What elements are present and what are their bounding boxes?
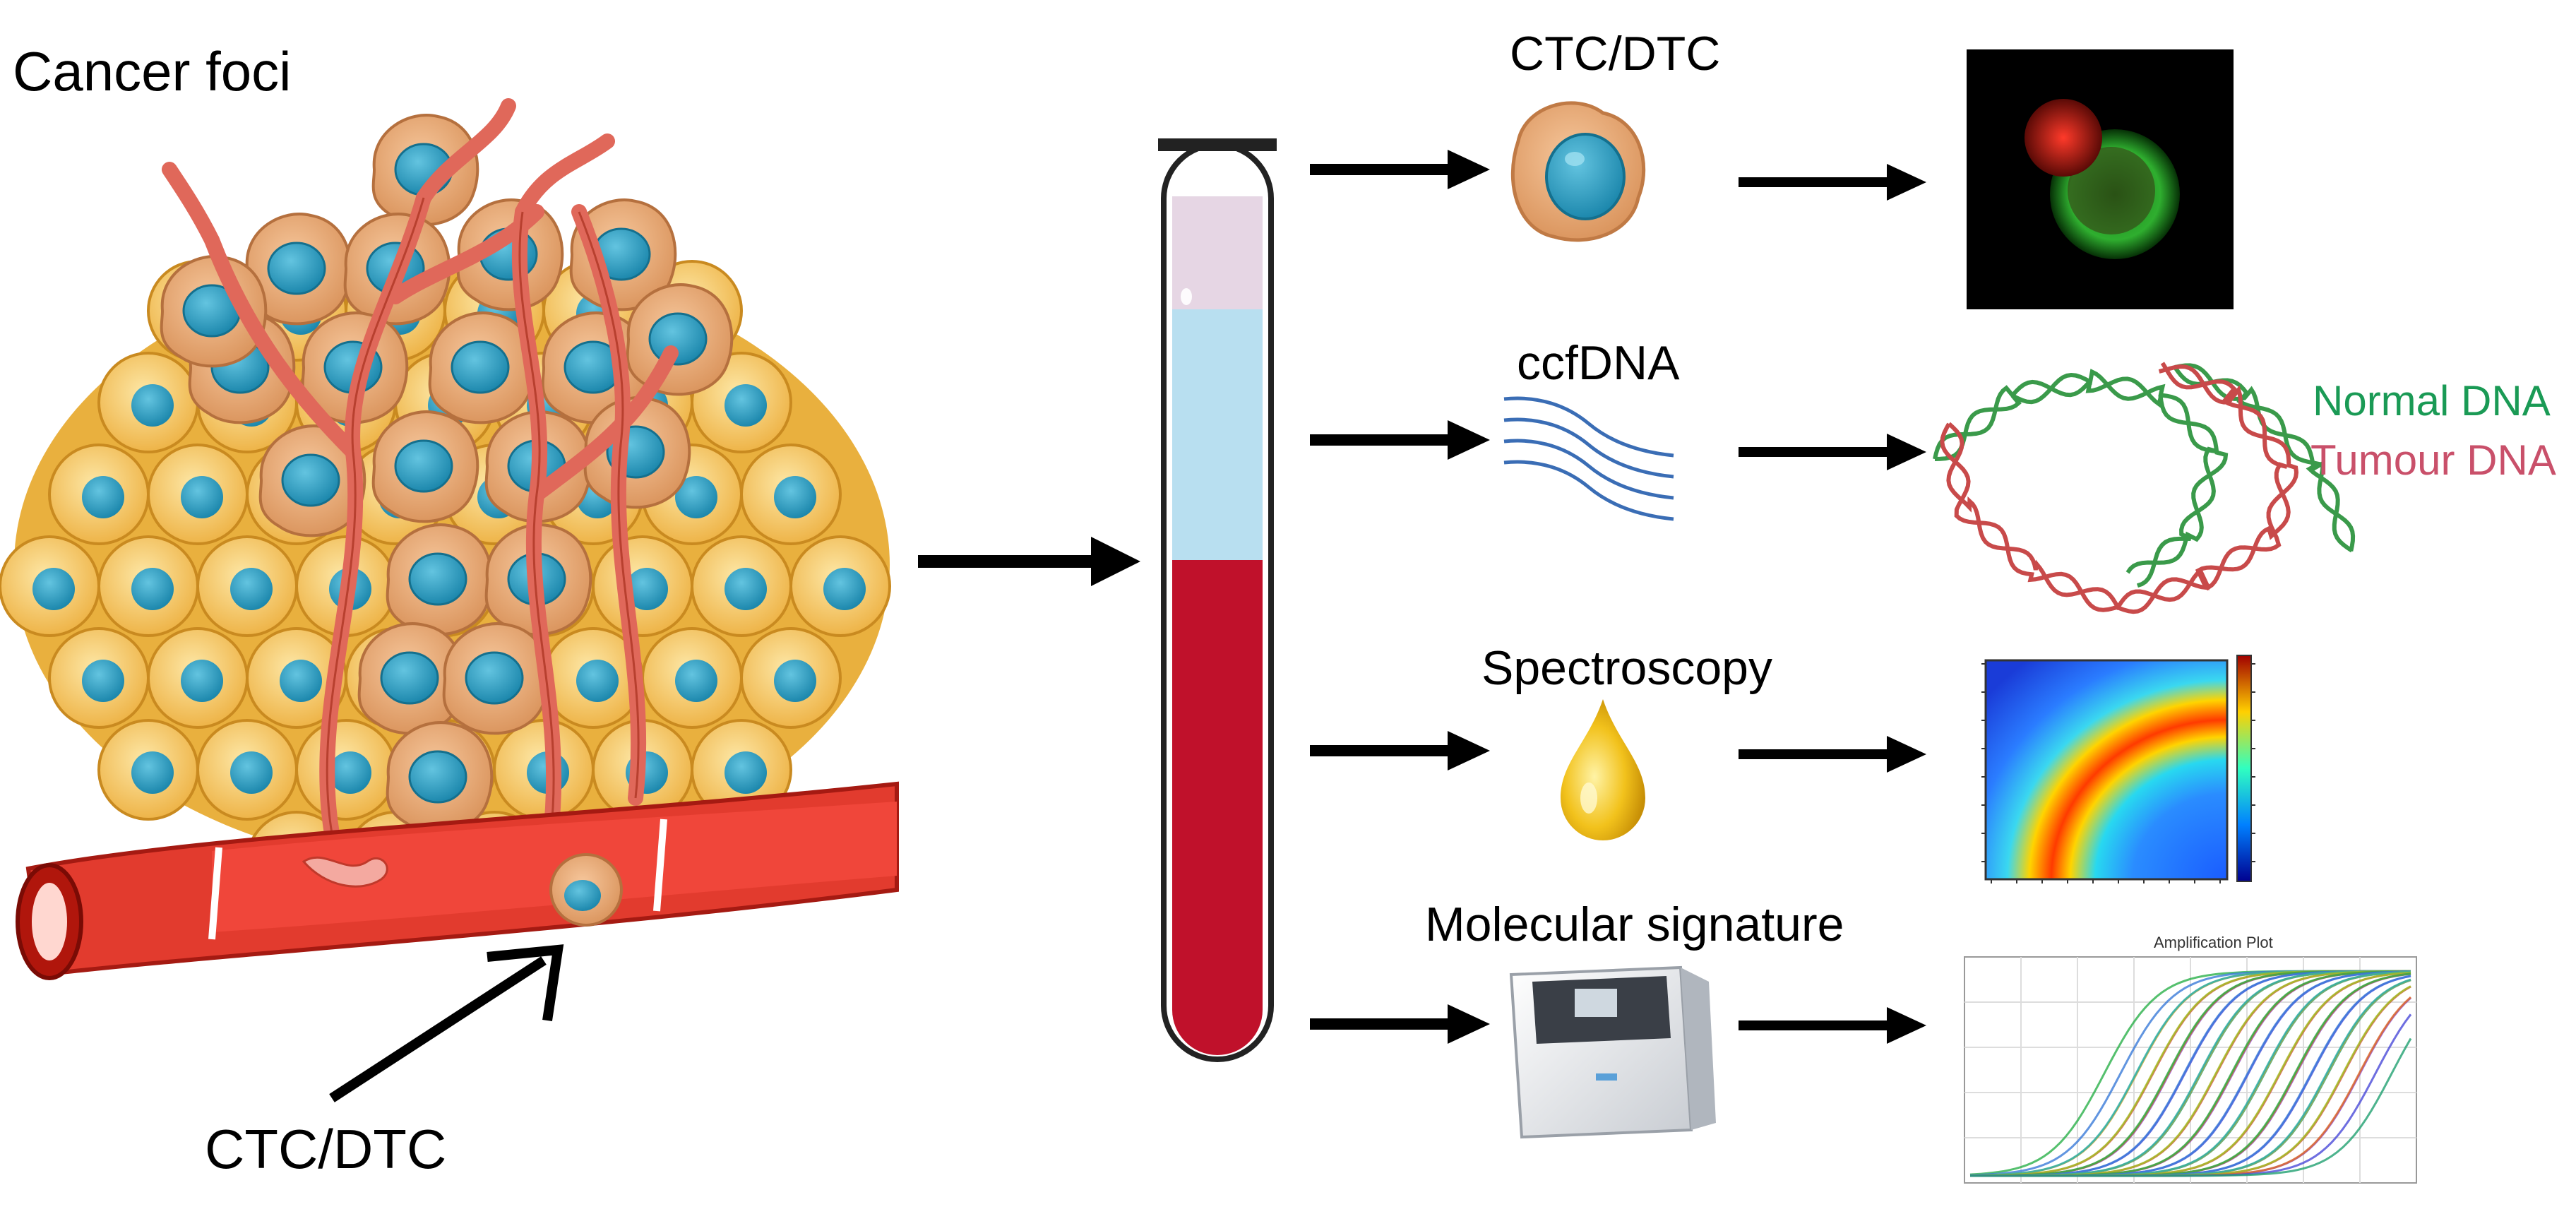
cancer-cell xyxy=(428,311,536,424)
ccfdna-label: ccfDNA xyxy=(1517,336,1680,390)
normal-cell xyxy=(740,444,842,545)
cancer-cell xyxy=(258,424,366,537)
normal-cell xyxy=(48,444,150,545)
plasma-layer xyxy=(1172,309,1263,560)
normal-cell xyxy=(196,535,298,637)
blood-vessel xyxy=(16,781,899,980)
spectroscopy-label: Spectroscopy xyxy=(1481,641,1772,695)
ctc-cell-icon xyxy=(1510,101,1646,242)
molecular-signature-label: Molecular signature xyxy=(1425,898,1844,951)
normal-dna-label: Normal DNA xyxy=(2313,377,2551,424)
normal-cell xyxy=(97,352,199,453)
normal-cell xyxy=(246,627,347,729)
dna-helices xyxy=(1933,362,2356,614)
cancer-cell xyxy=(386,523,494,636)
normal-cell xyxy=(691,535,792,637)
normal-cell xyxy=(147,444,249,545)
amplification-title: Amplification Plot xyxy=(2154,934,2273,951)
ctc-pointer-head xyxy=(487,944,564,1022)
normal-cell xyxy=(592,535,693,637)
ctc-dtc-bottom-label: CTC/DTC xyxy=(205,1118,447,1180)
ctc-dtc-top-label: CTC/DTC xyxy=(1510,27,1721,81)
tube-output-arrowheads xyxy=(1448,150,1490,1044)
fluorescence-micrograph xyxy=(1967,49,2234,309)
normal-cell xyxy=(48,627,150,729)
cancer-foci-illustration xyxy=(0,98,899,1102)
pcr-machine-icon xyxy=(1509,965,1716,1139)
cancer-foci-label: Cancer foci xyxy=(13,40,292,102)
tube-output-arrows xyxy=(1310,164,1455,1030)
cancer-cell xyxy=(626,283,734,396)
cancer-cell xyxy=(386,721,494,834)
normal-cell xyxy=(789,535,891,637)
blood-layer xyxy=(1172,560,1263,1055)
arrow-to-tube xyxy=(918,537,1140,586)
normal-cell xyxy=(0,535,100,637)
cancer-cell xyxy=(371,410,479,523)
result-arrowheads xyxy=(1887,164,1926,1044)
tumour-dna-label: Tumour DNA xyxy=(2310,436,2556,484)
normal-cell xyxy=(97,719,199,821)
normal-cell xyxy=(542,627,644,729)
drop-icon xyxy=(1561,699,1645,840)
amplification-plot: Amplification Plot xyxy=(1964,934,2417,1184)
cancer-cell xyxy=(244,213,352,326)
spectroscopy-heatmap xyxy=(1981,655,2255,883)
cancer-cell xyxy=(442,622,550,735)
normal-cell xyxy=(147,627,249,729)
blood-tube xyxy=(1158,138,1277,1062)
normal-cell xyxy=(641,627,743,729)
normal-cell xyxy=(97,535,199,637)
normal-cell xyxy=(493,719,595,821)
capillary-outline xyxy=(326,197,640,834)
ccfdna-icon xyxy=(1503,396,1674,521)
result-arrows xyxy=(1739,177,1892,1030)
cancer-cell xyxy=(357,622,465,735)
normal-cell xyxy=(740,627,842,729)
normal-cell xyxy=(295,719,397,821)
normal-cell xyxy=(196,719,298,821)
ctc-pointer-line xyxy=(329,956,547,1102)
